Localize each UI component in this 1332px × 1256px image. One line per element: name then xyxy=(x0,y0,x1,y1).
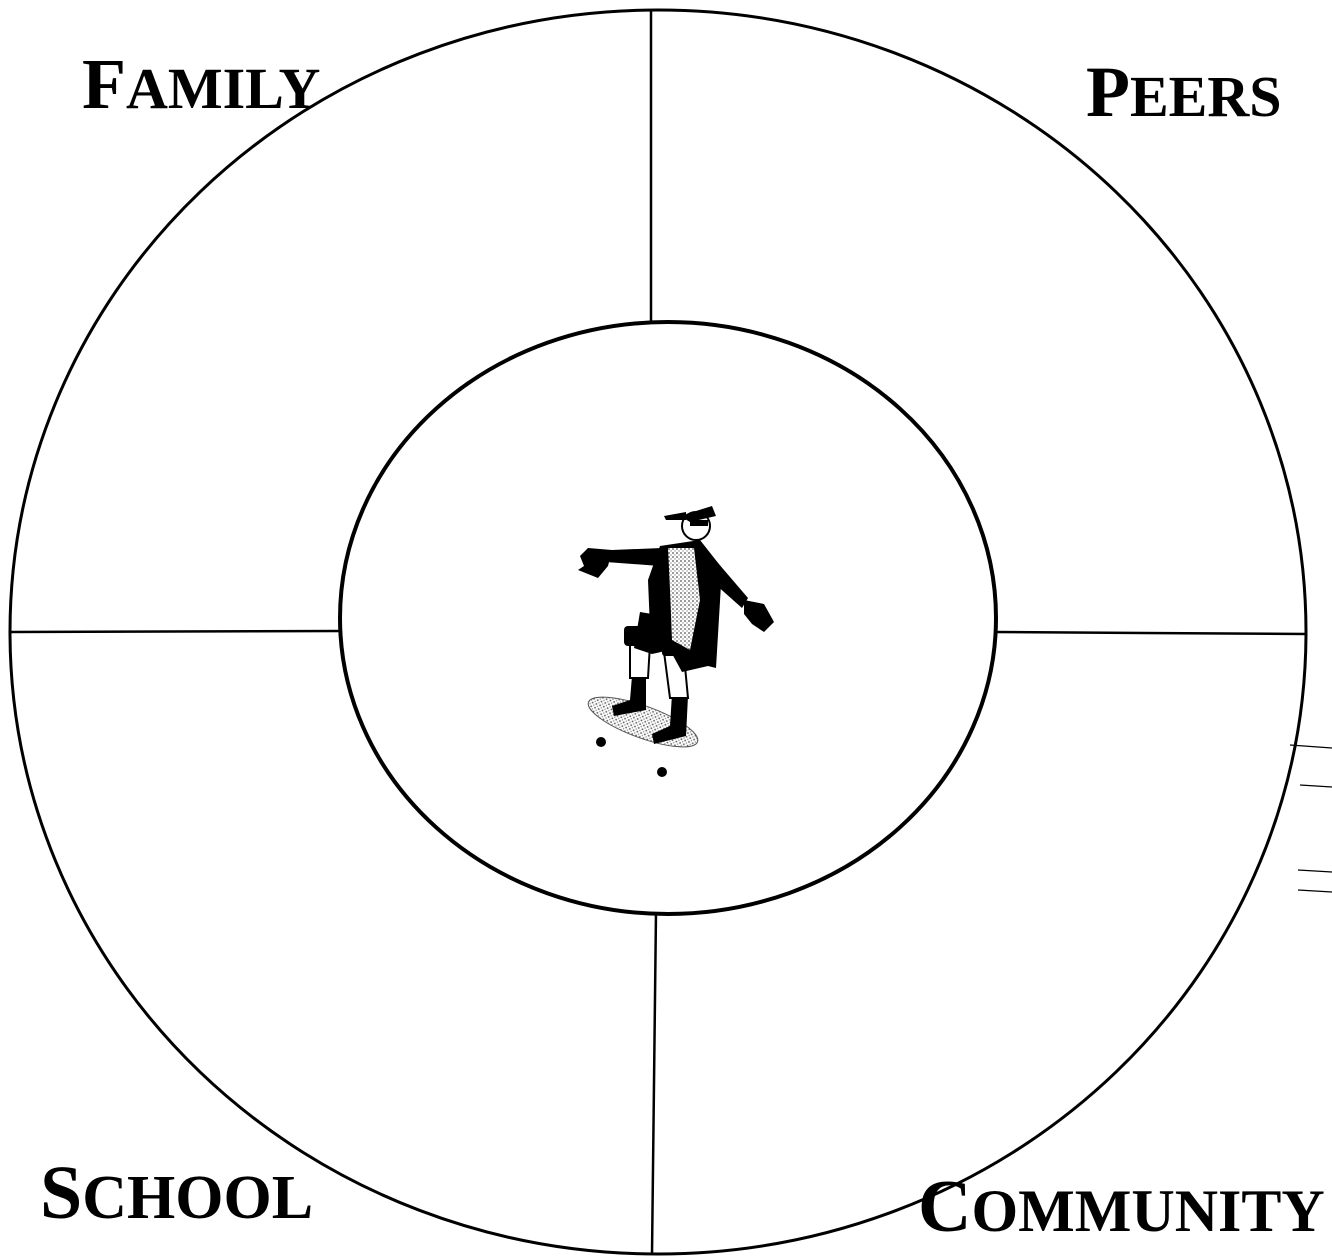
label-family: Family xyxy=(82,48,320,120)
scan-marks xyxy=(1290,745,1332,892)
label-community: Community xyxy=(918,1170,1325,1244)
divider-left xyxy=(10,631,340,632)
skateboarder-icon xyxy=(578,506,774,777)
label-peers: Peers xyxy=(1086,56,1282,128)
divider-right xyxy=(996,632,1306,634)
divider-bottom xyxy=(652,912,656,1254)
label-school: School xyxy=(40,1155,313,1231)
